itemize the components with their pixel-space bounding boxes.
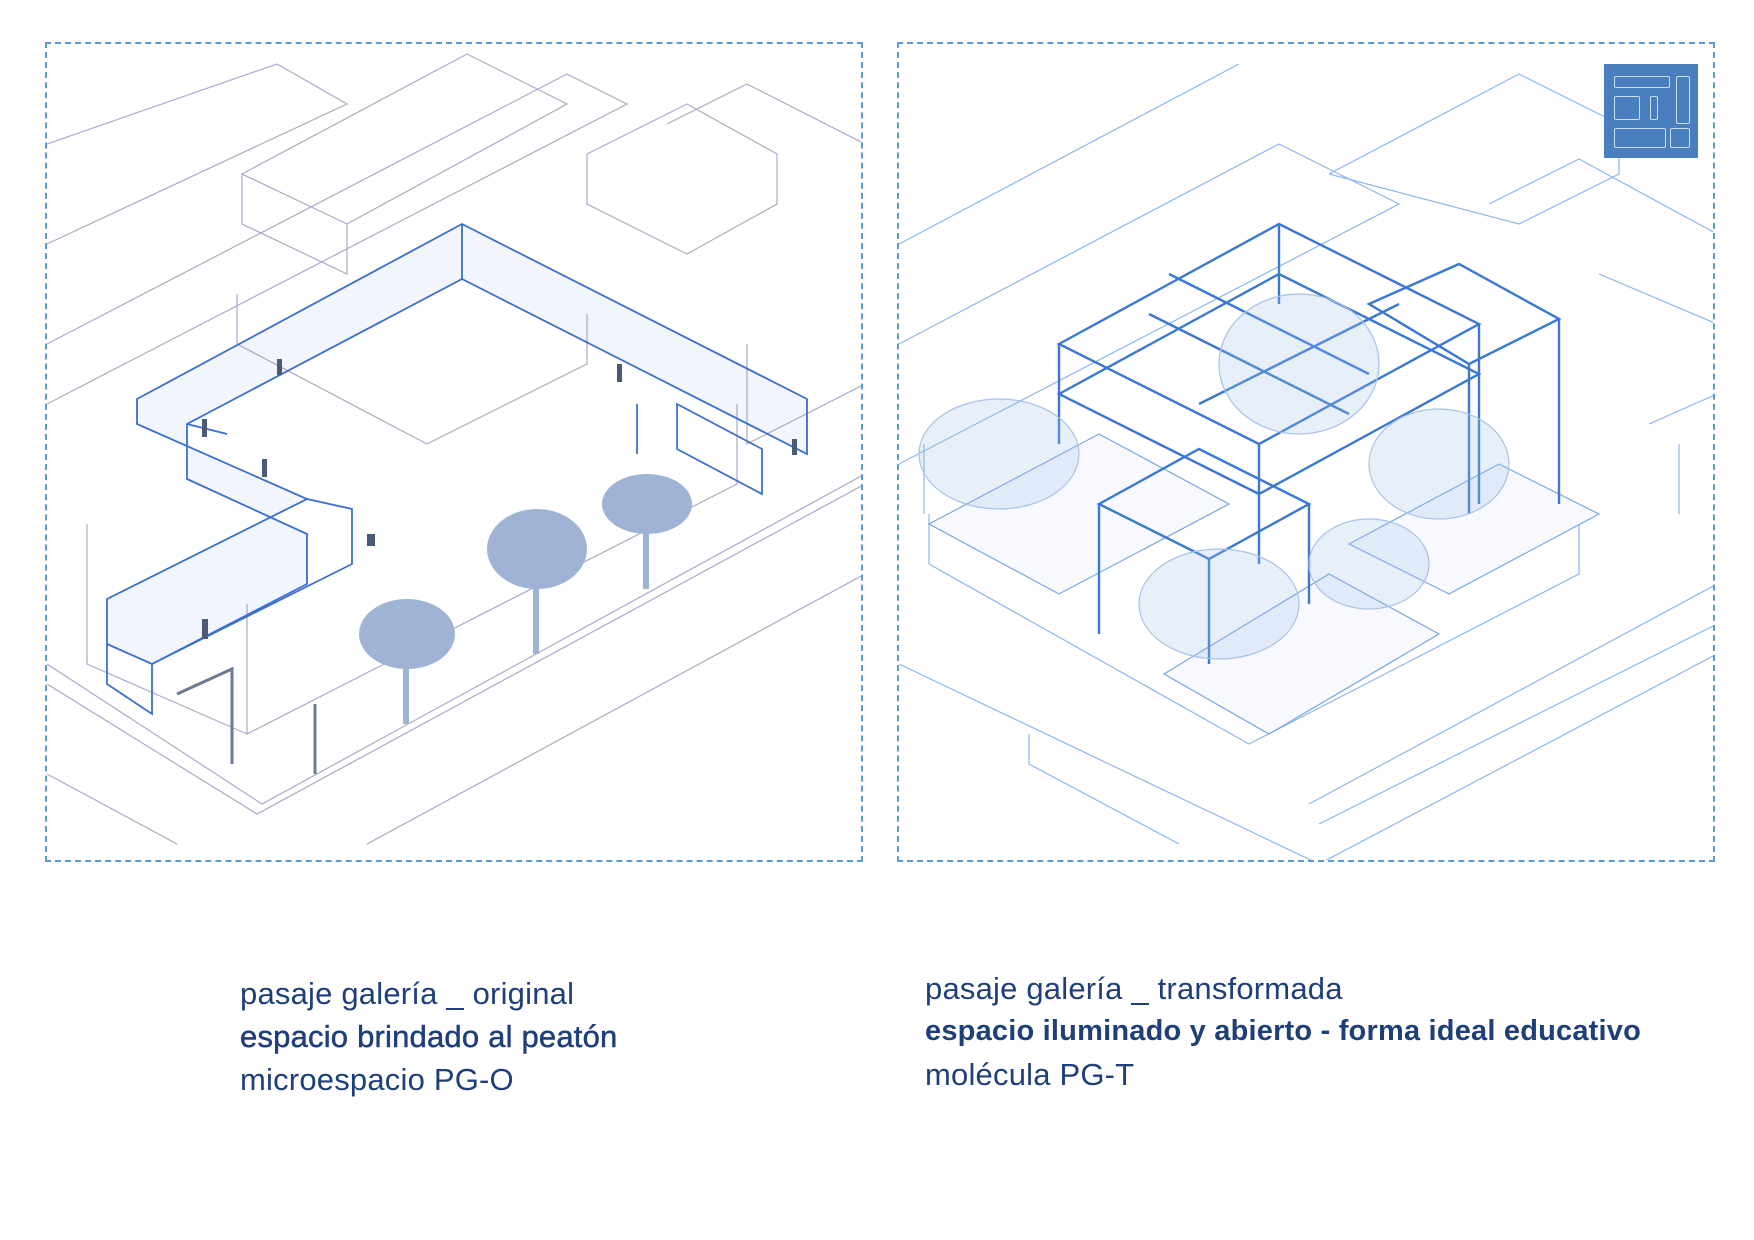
transformed-molecule-drawing	[899, 63, 1713, 860]
caption-subtitle: espacio iluminado y abierto - forma idea…	[925, 1015, 1642, 1047]
pedestrians	[202, 359, 797, 639]
project-logo	[1604, 64, 1698, 158]
caption-title: pasaje galería _ transformada	[925, 971, 1343, 1006]
trees	[359, 474, 692, 724]
original-gallery-drawing	[47, 53, 861, 845]
transformed-caption: pasaje galería _ transformada espacio il…	[925, 967, 1641, 1096]
caption-code: molécula PG-T	[925, 1057, 1135, 1092]
street-lights	[176, 666, 317, 774]
caption-subtitle: espacio brindado al peatón	[240, 1019, 618, 1055]
trees	[918, 293, 1510, 660]
context-buildings	[47, 53, 861, 845]
steel-frame	[1056, 222, 1562, 664]
context-buildings	[899, 63, 1713, 860]
original-caption: pasaje galería _ original espacio brinda…	[240, 972, 618, 1101]
transformed-axonometric-panel	[897, 42, 1715, 862]
caption-code: microespacio PG-O	[240, 1062, 514, 1097]
caption-title: pasaje galería _ original	[240, 976, 575, 1011]
original-axonometric-panel	[45, 42, 863, 862]
gallery-tube	[106, 222, 808, 716]
